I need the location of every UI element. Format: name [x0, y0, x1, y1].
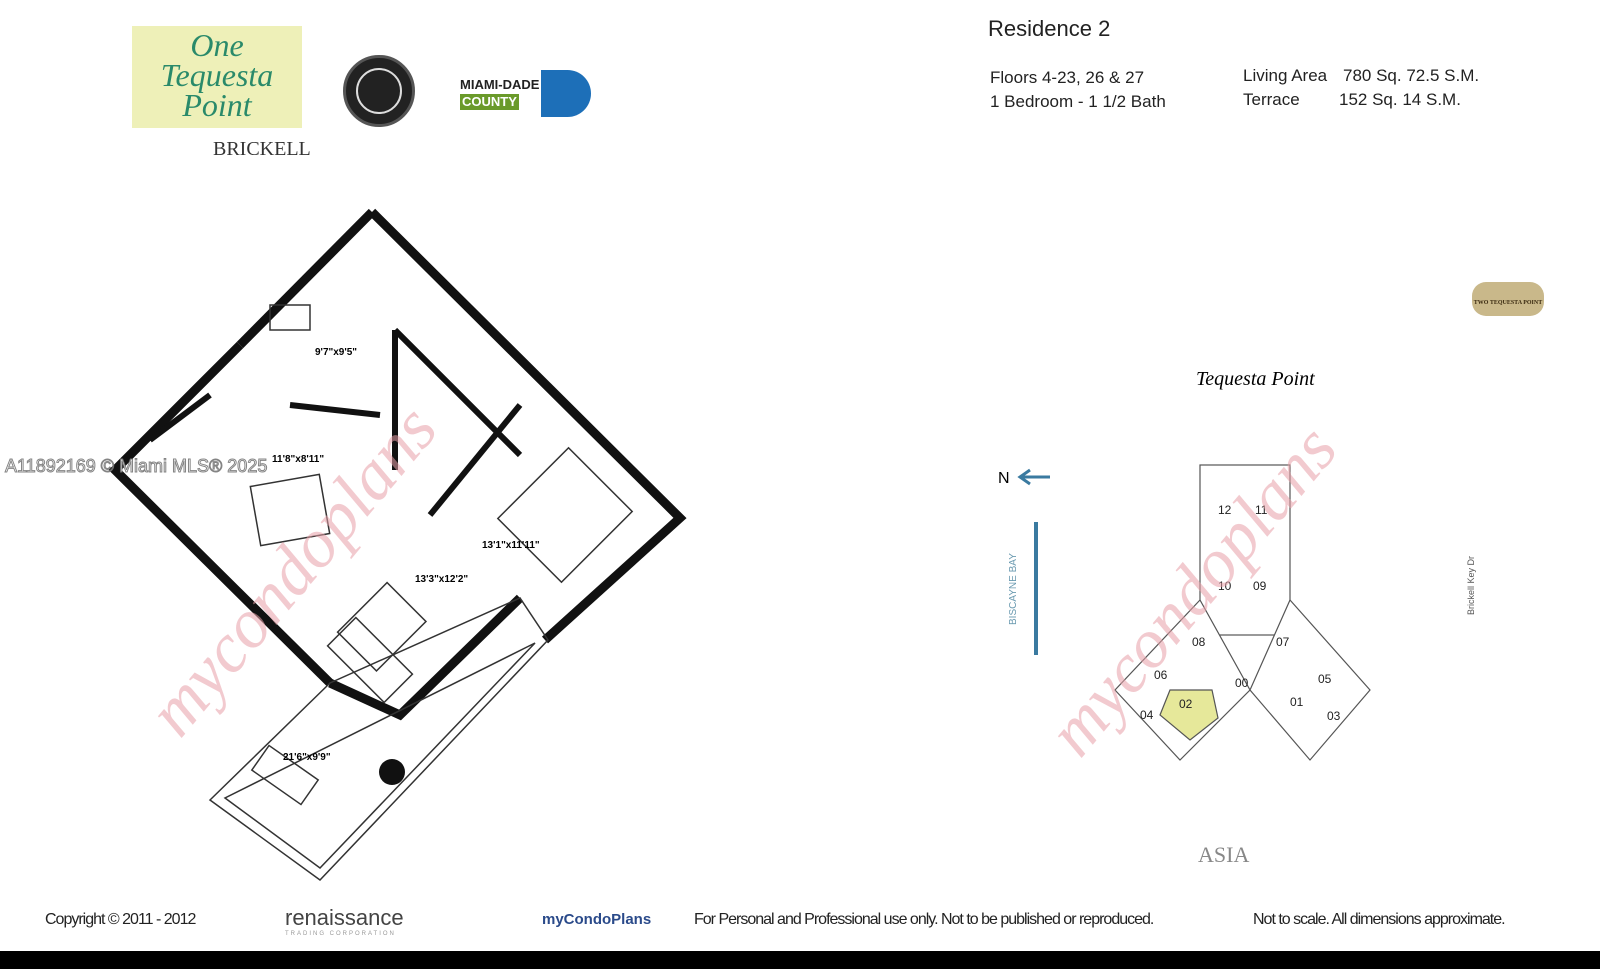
terrace-sq: 152 Sq.	[1339, 90, 1398, 109]
tequesta-point-logo: Tequesta Point	[1196, 368, 1315, 390]
room-dim-living: 13'3"x12'2"	[415, 574, 468, 585]
unit-label: 00	[1235, 676, 1249, 690]
terrace-sm: 14 S.M.	[1402, 90, 1461, 109]
floors: Floors 4-23, 26 & 27	[990, 68, 1145, 87]
area-table: Living Area 780 Sq. 72.5 S.M. Terrace 152 …	[1243, 64, 1479, 112]
residence-floors-beds: Floors 4-23, 26 & 27 1 Bedroom - 1 1/2 B…	[990, 66, 1166, 114]
residence-title: Residence 2	[988, 16, 1111, 41]
two-tequesta-point-text: TWO TEQUESTA POINT	[1474, 300, 1542, 306]
highlighted-unit	[1159, 689, 1219, 741]
unit-label: 11	[1255, 503, 1268, 517]
north-arrow-icon	[1017, 468, 1050, 486]
scale-disclaimer: Not to scale. All dimensions approximate…	[1253, 911, 1506, 928]
unit-label: 10	[1218, 579, 1232, 593]
room-dim-terrace: 21'6"x9'9"	[283, 752, 331, 763]
unit-label: 02	[1179, 697, 1193, 711]
unit-label: 08	[1192, 635, 1206, 649]
renaissance-text: renaissance	[285, 905, 404, 930]
living-sq: 780 Sq.	[1343, 66, 1402, 85]
bottom-bar	[0, 951, 1600, 969]
county-line1: MIAMI-DADE	[460, 76, 540, 92]
unit-label: 01	[1290, 695, 1304, 709]
terrace-label: Terrace	[1243, 90, 1300, 109]
unit-label: 09	[1253, 579, 1267, 593]
renaissance-logo: renaissance TRADING CORPORATION	[285, 905, 404, 937]
living-sm: 72.5 S.M.	[1406, 66, 1480, 85]
one-tequesta-point-logo: One Tequesta Point	[132, 26, 302, 128]
unit-label: 03	[1327, 709, 1341, 723]
county-line2: COUNTY	[460, 93, 519, 110]
logo-line: One	[190, 27, 244, 63]
two-tequesta-point-logo	[1472, 282, 1544, 316]
room-dim-kitchen: 9'7"x9'5"	[315, 347, 357, 358]
living-label: Living Area	[1243, 66, 1328, 85]
logo-subtitle: BRICKELL	[213, 138, 311, 160]
logo-line: Point	[182, 87, 252, 123]
unit-label: 04	[1140, 708, 1154, 722]
unit-label: 06	[1154, 668, 1168, 682]
north-label: N	[998, 470, 1010, 487]
unit-numbers: 12 11 10 09 08 07 06 05 04 00 01 02 03	[1140, 503, 1341, 723]
unit-label: 12	[1218, 503, 1232, 517]
beds-baths: 1 Bedroom - 1 1/2 Bath	[990, 92, 1166, 111]
usage-notice: For Personal and Professional use only. …	[694, 911, 1154, 928]
renaissance-sub: TRADING CORPORATION	[285, 931, 396, 937]
unit-label: 05	[1318, 672, 1332, 686]
copyright: Copyright © 2011 - 2012	[45, 911, 196, 928]
street-label: Brickell Key Dr	[1466, 556, 1476, 615]
room-dim-dining: 11'8"x8'11"	[272, 454, 324, 465]
mycondoplans-logo: myCondoPlans	[542, 911, 652, 928]
miami-dade-logo: MIAMI-DADE COUNTY	[460, 70, 592, 117]
city-of-miami-seal	[343, 55, 415, 127]
bay-label: BISCAYNE BAY	[1008, 553, 1019, 625]
unit-label: 07	[1276, 635, 1290, 649]
asia-logo: ASIA	[1198, 842, 1249, 867]
room-dim-bedroom: 13'1"x11'11"	[482, 540, 540, 551]
logo-line: Tequesta	[160, 57, 274, 93]
mls-watermark: A11892169 © Miami MLS® 2025	[4, 456, 268, 477]
brand-watermark: mycondoplans	[133, 391, 452, 750]
